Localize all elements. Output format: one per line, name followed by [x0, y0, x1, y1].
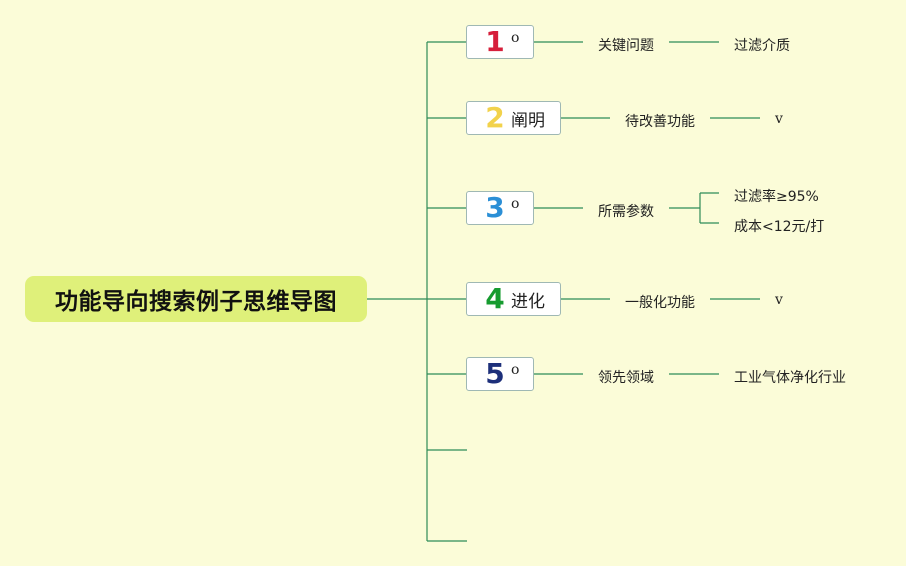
leaf-topic-1[interactable]: 过滤介质: [734, 38, 790, 54]
leaf-topic-4[interactable]: v: [775, 292, 783, 308]
leaf-topic-3b[interactable]: 成本<12元/打: [734, 219, 825, 235]
branch-node-4[interactable]: 4 进化: [466, 282, 561, 316]
root-topic[interactable]: 功能导向搜索例子思维导图: [25, 276, 367, 322]
node-4-label: 进化: [511, 291, 545, 312]
branch-node-2[interactable]: 2 阐明: [466, 101, 561, 135]
node-3-mark: o: [511, 196, 520, 212]
number-1-badge: 1: [485, 25, 505, 58]
node-2-label: 阐明: [511, 110, 545, 131]
leaf-topic-5[interactable]: 工业气体净化行业: [734, 370, 846, 386]
leaf-topic-2[interactable]: v: [775, 111, 783, 127]
child-topic-1[interactable]: 关键问题: [598, 38, 654, 54]
branch-node-1[interactable]: 1 o: [466, 25, 534, 59]
child-topic-3[interactable]: 所需参数: [598, 204, 654, 220]
child-topic-4[interactable]: 一般化功能: [625, 295, 695, 311]
number-4-badge: 4: [485, 282, 505, 315]
number-3-badge: 3: [485, 191, 505, 224]
number-2-badge: 2: [485, 101, 505, 134]
branch-node-5[interactable]: 5 o: [466, 357, 534, 391]
branch-node-3[interactable]: 3 o: [466, 191, 534, 225]
child-topic-2[interactable]: 待改善功能: [625, 114, 695, 130]
leaf-topic-3a[interactable]: 过滤率≥95%: [734, 189, 819, 205]
child-topic-5[interactable]: 领先领域: [598, 370, 654, 386]
node-5-mark: o: [511, 362, 520, 378]
number-5-badge: 5: [485, 357, 505, 390]
node-1-mark: o: [511, 30, 520, 46]
